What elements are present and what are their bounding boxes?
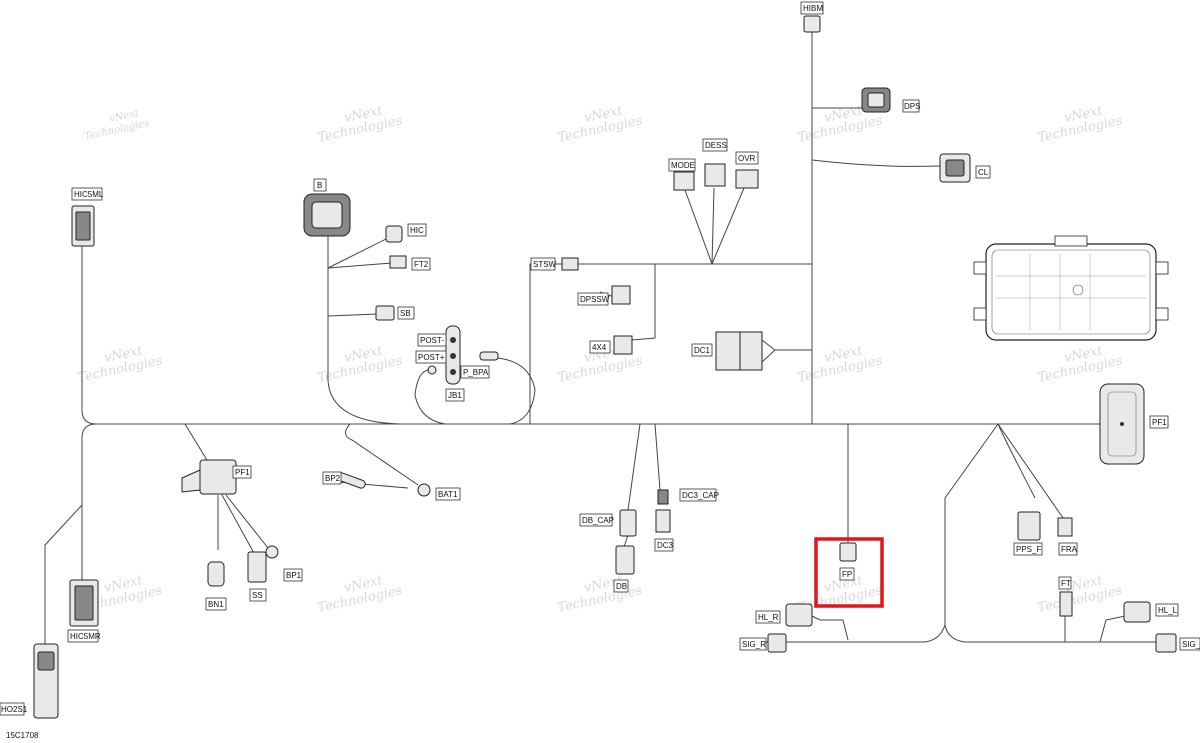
fuse-box-icon <box>973 235 1169 341</box>
label-db-cap: DB_CAP <box>582 516 614 525</box>
ft2-connector-icon <box>389 255 407 269</box>
bn1-sensor-icon <box>207 561 225 587</box>
label-dc1: DC1 <box>694 346 711 355</box>
label-fra: FRA <box>1061 545 1078 554</box>
label-dc3-cap: DC3_CAP <box>682 491 719 500</box>
sig-r-connector-icon <box>767 633 787 653</box>
label-dps: DPS <box>904 102 920 111</box>
cl-connector-icon <box>939 153 971 183</box>
ho2s1-connector-icon <box>33 643 59 719</box>
jb1-junction-block-icon <box>445 325 461 385</box>
label-post-minus: POST- <box>420 336 444 345</box>
hibm-connector-icon <box>803 15 821 33</box>
label-hic5ml: HIC5ML <box>74 190 104 199</box>
harness-wires <box>44 30 1162 645</box>
sig-l-connector-icon <box>1155 633 1177 653</box>
mode-connector-icon <box>673 171 695 191</box>
label-ss: SS <box>252 591 263 600</box>
label-bp1: BP1 <box>286 571 302 580</box>
label-bn1: BN1 <box>208 600 224 609</box>
pf1-relay-icon <box>181 459 237 495</box>
label-stsw: STSW <box>533 260 557 269</box>
label-ho2s1: HO2S1 <box>1 705 28 714</box>
label-mode: MODE <box>671 161 695 170</box>
dpssw-connector-icon <box>611 285 631 305</box>
connector-labels: HIBM DPS CL MODE DESS OVR HIC5ML B HIC F… <box>0 1 1200 716</box>
label-sb: SB <box>400 309 411 318</box>
fp-highlight-box <box>814 537 884 608</box>
b-connector-icon <box>303 193 351 237</box>
label-sig-l: SIG_L <box>1182 640 1200 649</box>
db-connector-icon <box>615 545 635 575</box>
label-dess: DESS <box>705 141 727 150</box>
ring-terminal-icon <box>427 365 437 375</box>
label-ft: FT <box>1061 579 1071 588</box>
db-cap-connector-icon <box>619 509 637 537</box>
hic-connector-icon <box>385 225 403 243</box>
label-ft2: FT2 <box>414 260 429 269</box>
label-pf1-right: PF1 <box>1152 418 1167 427</box>
connector-shapes <box>33 15 1177 719</box>
ovr-connector-icon <box>735 169 759 189</box>
label-4x4: 4X4 <box>592 343 607 352</box>
dess-connector-icon <box>704 163 726 187</box>
dc3-connector-icon <box>655 509 671 533</box>
label-bp2: BP2 <box>325 474 341 483</box>
hic5ml-connector-icon <box>71 205 95 247</box>
fra-connector-icon <box>1057 517 1073 537</box>
label-pps-f: PPS_F <box>1016 545 1041 554</box>
hl-l-connector-icon <box>1123 601 1151 623</box>
stsw-connector-icon <box>561 257 579 271</box>
label-p-bpa: P_BPA <box>463 368 489 377</box>
label-sig-r: SIG_R <box>742 640 766 649</box>
label-b: B <box>317 181 322 190</box>
fp-connector-icon <box>839 542 857 562</box>
dc1-connector-icon <box>715 331 776 371</box>
label-dpssw: DPSSW <box>580 295 610 304</box>
bp1-ring-terminal-icon <box>265 545 279 559</box>
label-jb1: JB1 <box>448 391 462 400</box>
dc3-cap-connector-icon <box>657 489 669 505</box>
label-pf1-left: PF1 <box>235 468 250 477</box>
figure-code: 15C1708 <box>6 731 39 740</box>
ss-connector-icon <box>247 551 267 583</box>
bat1-ring-terminal-icon <box>417 483 431 497</box>
label-fp: FP <box>842 570 852 579</box>
label-ovr: OVR <box>738 154 756 163</box>
label-hibm: HIBM <box>803 4 823 13</box>
label-db: DB <box>616 582 627 591</box>
ft-connector-icon <box>1059 591 1073 617</box>
label-hic: HIC <box>410 226 424 235</box>
label-hic5mr: HIC5MR <box>70 632 101 641</box>
label-bat1: BAT1 <box>438 490 458 499</box>
p-bpa-plug-icon <box>479 351 499 361</box>
sb-connector-icon <box>375 305 395 321</box>
label-hl-l: HL_L <box>1158 606 1178 615</box>
pf1-module-icon <box>1099 383 1145 465</box>
pps-f-connector-icon <box>1017 511 1041 541</box>
hic5mr-connector-icon <box>69 579 99 627</box>
dps-connector-icon <box>861 87 891 113</box>
label-post-plus: POST+ <box>418 353 445 362</box>
label-dc3: DC3 <box>657 541 674 550</box>
label-hl-r: HL_R <box>758 613 779 622</box>
label-cl: CL <box>978 168 989 177</box>
4x4-connector-icon <box>613 335 633 355</box>
hl-r-connector-icon <box>785 603 813 627</box>
